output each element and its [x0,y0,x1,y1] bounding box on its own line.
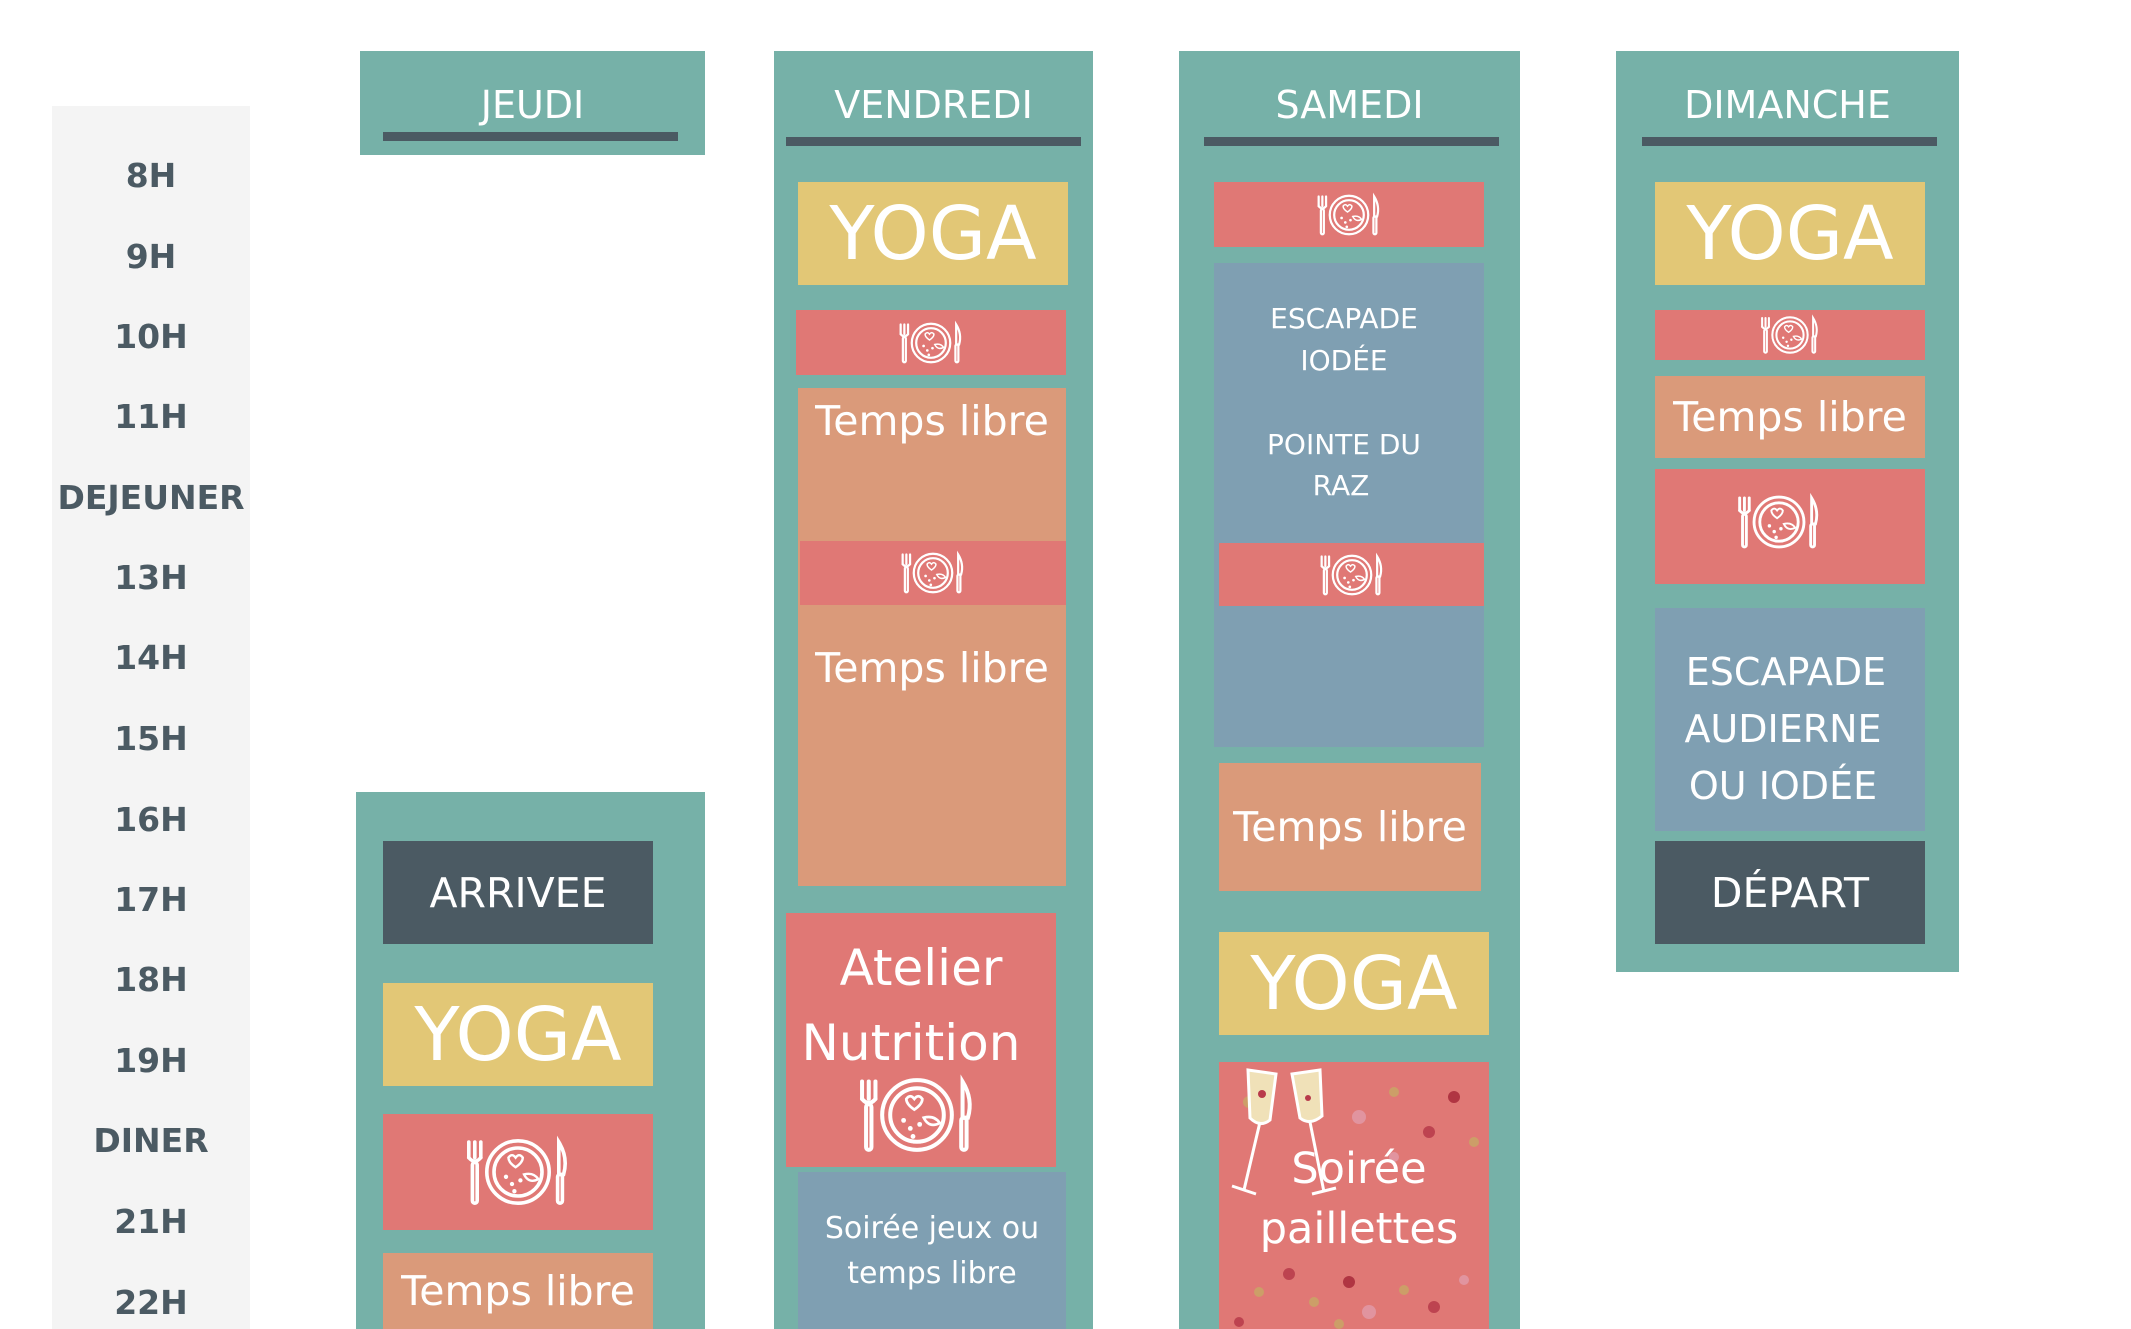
free-time-block: Temps libre [1219,763,1481,891]
escapade-label: OU IODÉE [1688,764,1878,808]
time-label: 18H [114,960,188,999]
meal-block [1214,182,1484,247]
day-underline [383,132,678,141]
nutrition-label: Nutrition [801,1014,1021,1072]
free-time-block [798,388,1066,886]
time-label: 19H [114,1041,188,1080]
meal-block [383,1114,653,1230]
free-time-block: Temps libre [383,1253,653,1329]
escapade-label: ESCAPADE [1270,301,1418,335]
time-label: 17H [114,880,188,919]
soiree-label: Soirée jeux ou [824,1210,1040,1246]
free-time-label: Temps libre [815,644,1049,692]
yoga-block: YOGA [798,182,1068,285]
time-label: DINER [93,1121,209,1160]
time-label: 16H [114,800,188,839]
confetti-decoration [1234,1077,1479,1329]
time-label: 14H [114,638,188,677]
time-label: 11H [114,397,188,436]
soiree-label: Soirée [1291,1144,1427,1194]
free-time-block: Temps libre [1655,376,1925,458]
plate-cutlery-icon [1731,489,1827,555]
day-underline [1204,137,1499,146]
pointe-label: RAZ [1312,468,1370,502]
champagne-glasses-icon [1231,1068,1337,1196]
escapade-label: IODÉE [1300,343,1388,377]
yoga-block: YOGA [383,983,653,1086]
plate-cutlery-icon [458,1130,578,1214]
day-title-dimanche: DIMANCHE [1684,83,1891,127]
day-title-jeudi: JEUDI [480,83,585,127]
day-underline [1642,137,1937,146]
meal-block [1655,469,1925,584]
day-title-vendredi: VENDREDI [834,83,1033,127]
soiree-label: paillettes [1259,1204,1459,1254]
plate-cutlery-icon [1315,550,1389,600]
time-label: 15H [114,719,188,758]
plate-cutlery-icon [1312,190,1386,240]
yoga-block: YOGA [1655,182,1925,285]
atelier-label: Atelier [839,939,1003,997]
meal-block [1219,543,1484,606]
time-label: DEJEUNER [57,478,245,517]
meal-block [800,541,1066,605]
plate-cutlery-icon [894,318,968,368]
plate-cutlery-icon [896,548,970,598]
time-label: 13H [114,558,188,597]
time-label: 22H [114,1283,188,1322]
meal-block [1655,310,1925,360]
plate-cutlery-icon [850,1068,984,1162]
day-title-samedi: SAMEDI [1275,83,1424,127]
free-time-label: Temps libre [815,397,1049,445]
arrivee-block: ARRIVEE [383,841,653,944]
escapade-label: AUDIERNE [1684,707,1882,751]
time-label: 10H [114,317,188,356]
time-column [52,106,250,1329]
day-underline [786,137,1081,146]
escapade-block [1214,263,1484,747]
depart-block: DÉPART [1655,841,1925,944]
yoga-block: YOGA [1219,932,1489,1035]
plate-cutlery-icon [1756,312,1824,358]
time-label: 8H [125,156,177,195]
escapade-label: ESCAPADE [1685,650,1887,694]
time-label: 9H [125,237,177,276]
pointe-label: POINTE DU [1267,427,1421,461]
escapade-block [1655,608,1925,831]
soiree-jeux-block [798,1172,1066,1329]
soiree-label: temps libre [847,1255,1017,1291]
meal-block [796,310,1066,375]
time-label: 21H [114,1202,188,1241]
